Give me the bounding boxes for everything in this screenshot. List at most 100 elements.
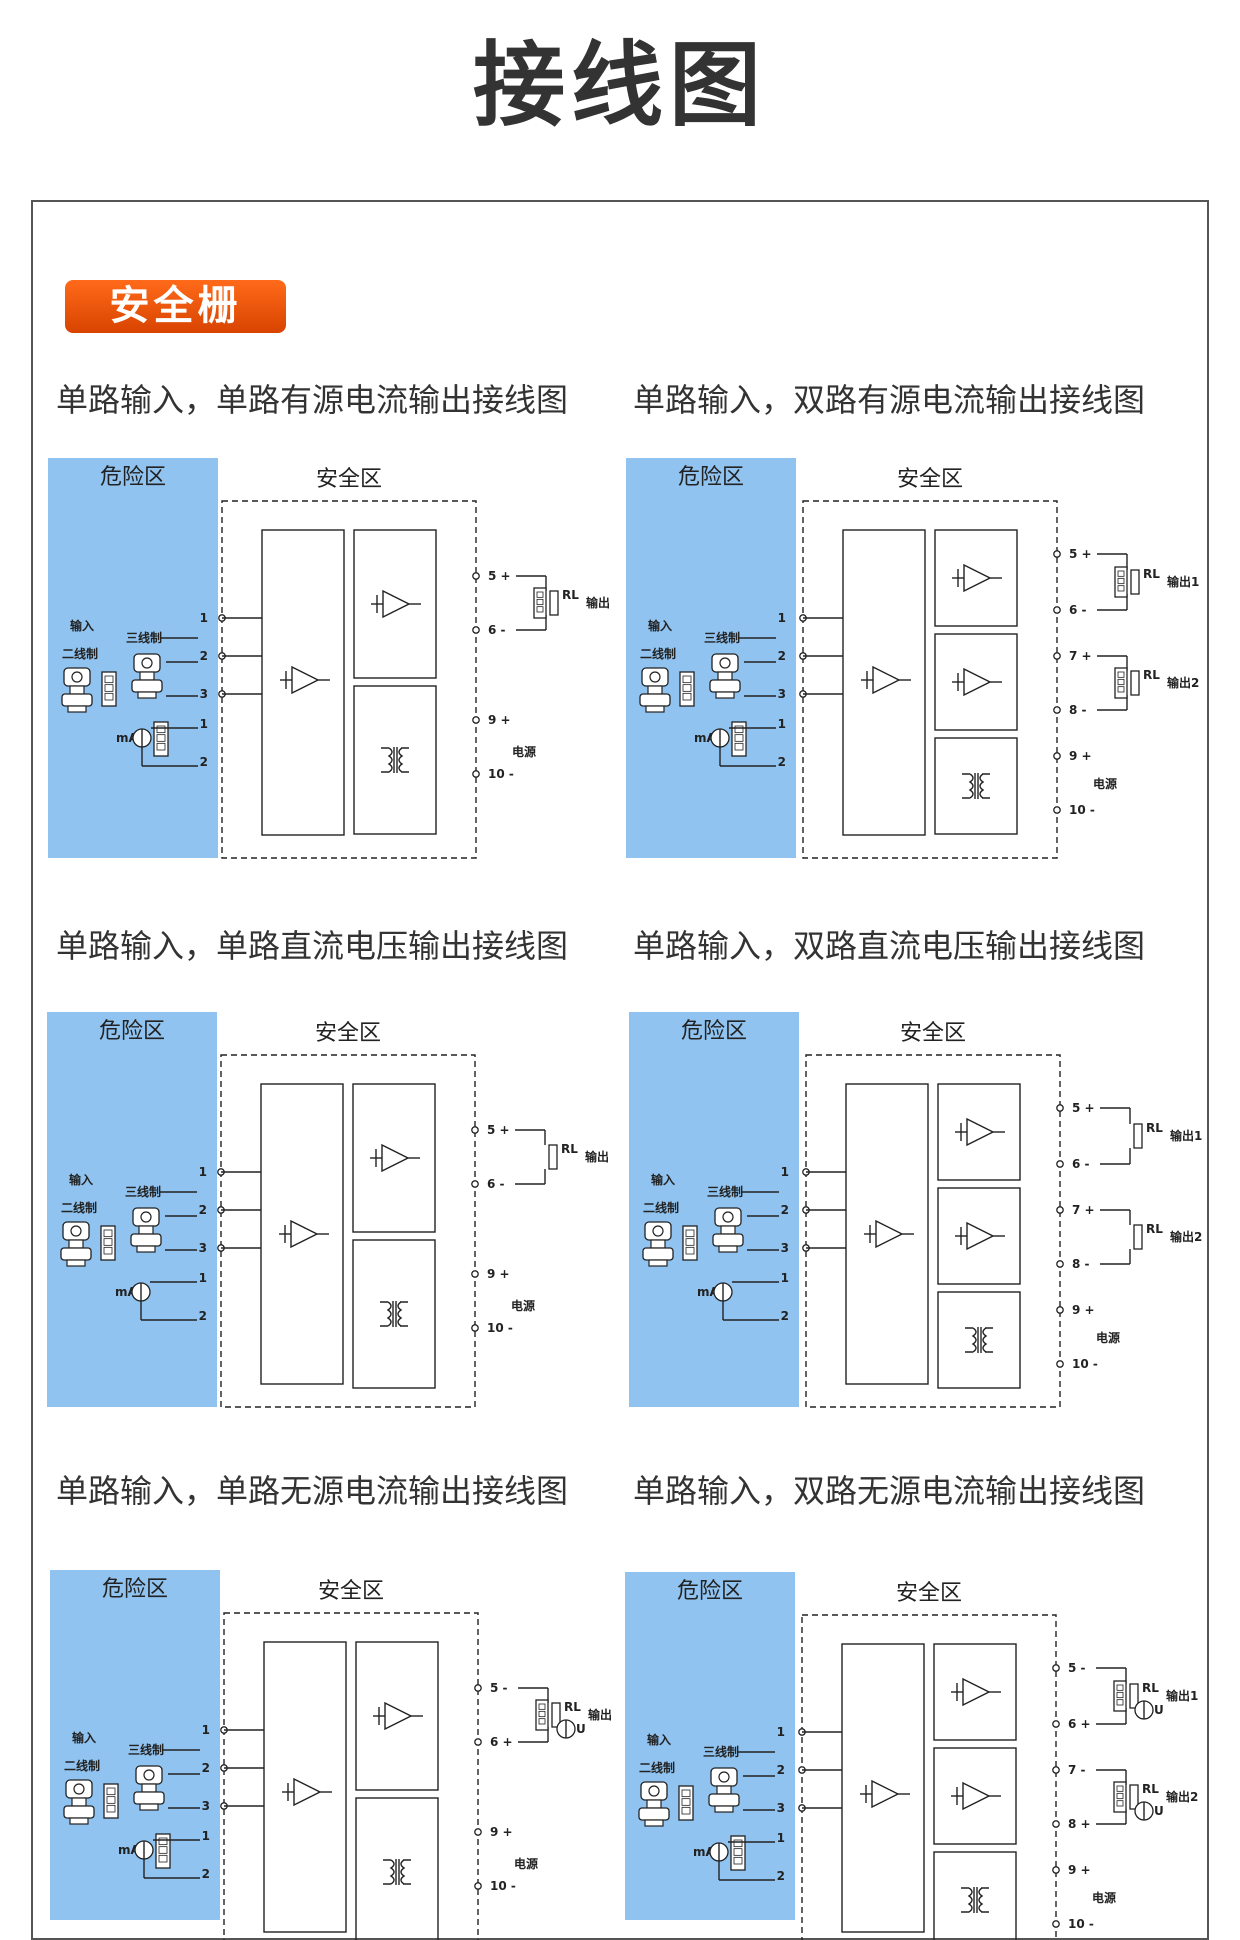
subtitle-4: 单路输入，双路直流电压输出接线图 xyxy=(633,927,1146,965)
rl-label: RL xyxy=(1146,1222,1163,1236)
transmitter-dial xyxy=(140,1211,152,1223)
terminal-number: 2 xyxy=(781,1203,789,1217)
terminal-number: 6 - xyxy=(487,1177,505,1191)
meter-cell xyxy=(156,742,166,751)
terminal-number: 2 xyxy=(781,1309,789,1323)
meter-cell xyxy=(685,1229,695,1238)
transmitter-neck xyxy=(650,1239,666,1249)
terminal-number: 1 xyxy=(199,1165,207,1179)
meter-cell xyxy=(682,675,692,684)
meter-icon xyxy=(1113,1680,1127,1712)
output-label: 输出2 xyxy=(1167,675,1199,690)
safe-zone-box xyxy=(220,1054,476,1408)
two-wire-label: 二线制 xyxy=(61,1200,97,1215)
meter-cell xyxy=(1117,585,1125,592)
terminal-number: 10 - xyxy=(487,1321,513,1335)
current-source-icon xyxy=(556,1719,576,1739)
terminal-number: 2 xyxy=(200,755,208,769)
hazard-zone-label: 危险区 xyxy=(102,1577,168,1602)
meter-box xyxy=(1114,566,1128,598)
transmitter-neck xyxy=(647,685,663,695)
terminal-number: 10 - xyxy=(1068,1917,1094,1931)
terminal-number: 1 xyxy=(778,611,786,625)
terminal-dot xyxy=(1052,1820,1060,1828)
transmitter-dial xyxy=(648,1785,660,1797)
safe-zone-label: 安全区 xyxy=(897,467,963,492)
transmitter-flange xyxy=(139,1803,159,1811)
coil-right xyxy=(398,747,409,773)
meter-icon xyxy=(1114,667,1128,699)
transmitter-icon xyxy=(131,653,163,699)
meter-cell xyxy=(103,1238,113,1246)
hazard-zone-label: 危险区 xyxy=(677,1579,743,1604)
input-module xyxy=(260,1083,344,1385)
terminal-dot xyxy=(471,1126,479,1134)
current-source-icon xyxy=(1134,1700,1154,1720)
terminal-dot xyxy=(471,1180,479,1188)
transmitter-dial xyxy=(718,1771,730,1783)
coil-left xyxy=(381,747,393,773)
amp-triangle xyxy=(290,1219,319,1249)
current-source-icon xyxy=(131,1282,151,1302)
meter-icon xyxy=(1114,566,1128,598)
terminal-dot xyxy=(1053,806,1061,814)
terminal-number: 2 xyxy=(200,649,208,663)
three-wire-label: 三线制 xyxy=(128,1742,164,1757)
ma-label: mA xyxy=(697,1285,720,1299)
meter-cell xyxy=(1116,1800,1124,1807)
terminal-number: 7 + xyxy=(1069,649,1092,663)
safe-zone-box xyxy=(801,1614,1057,1940)
terminal-number: 3 xyxy=(777,1801,785,1815)
transmitter-head xyxy=(714,1207,742,1227)
input-module xyxy=(845,1083,929,1385)
amplifier-icon xyxy=(279,1219,329,1249)
meter-box xyxy=(731,721,747,757)
amplifier-icon xyxy=(955,1221,1005,1251)
meter-icon xyxy=(100,1225,116,1261)
output-module xyxy=(934,529,1018,627)
amplifier-icon xyxy=(952,667,1002,697)
terminal-dot xyxy=(1053,706,1061,714)
transmitter-head xyxy=(641,667,669,687)
amplifier-icon xyxy=(952,563,1002,593)
rl-label: RL xyxy=(1146,1121,1163,1135)
meter-box xyxy=(155,1833,171,1869)
transmitter-head xyxy=(63,667,91,687)
two-wire-label: 二线制 xyxy=(643,1200,679,1215)
power-label: 电源 xyxy=(1093,776,1117,791)
terminal-number: 6 - xyxy=(1069,603,1087,617)
terminal-number: 5 - xyxy=(1068,1661,1086,1675)
terminal-dot xyxy=(474,1738,482,1746)
meter-icon xyxy=(730,1835,746,1871)
amplifier-icon xyxy=(370,1143,420,1173)
meter-cell xyxy=(106,1804,116,1813)
input-label: 输入 xyxy=(648,618,672,633)
terminal-dot xyxy=(1052,1766,1060,1774)
meter-box xyxy=(678,1785,694,1821)
meter-cell xyxy=(158,1854,168,1863)
meter-cell xyxy=(1116,1699,1124,1706)
output-label: 输出1 xyxy=(1166,1688,1198,1703)
page-title: 接线图 xyxy=(472,32,767,139)
input-module xyxy=(841,1643,925,1933)
amplifier-icon xyxy=(951,1781,1001,1811)
meter-cell xyxy=(103,1246,113,1255)
hazard-zone xyxy=(625,1572,795,1920)
transmitter-dial xyxy=(73,1783,85,1795)
terminal-number: 3 xyxy=(200,687,208,701)
subtitle-2: 单路输入，双路有源电流输出接线图 xyxy=(633,381,1146,419)
section-badge: 安全栅 xyxy=(65,280,286,333)
meter-cell xyxy=(104,675,114,684)
meter-cell xyxy=(1116,1792,1124,1800)
meter-cell xyxy=(1117,671,1125,678)
wiring-diagram-2: 危险区安全区12312输入二线制三线制mA5 +6 -7 +8 -9 +10 -… xyxy=(626,458,1199,859)
meter-box xyxy=(153,721,169,757)
transmitter-body xyxy=(130,1233,162,1247)
amplifier-icon xyxy=(861,665,911,695)
meter-cell xyxy=(158,1846,168,1854)
rl-label: RL xyxy=(1142,1681,1159,1695)
terminal-number: 2 xyxy=(777,1869,785,1883)
meter-box xyxy=(682,1225,698,1261)
input-label: 输入 xyxy=(651,1172,675,1187)
transmitter-dial xyxy=(722,1211,734,1223)
